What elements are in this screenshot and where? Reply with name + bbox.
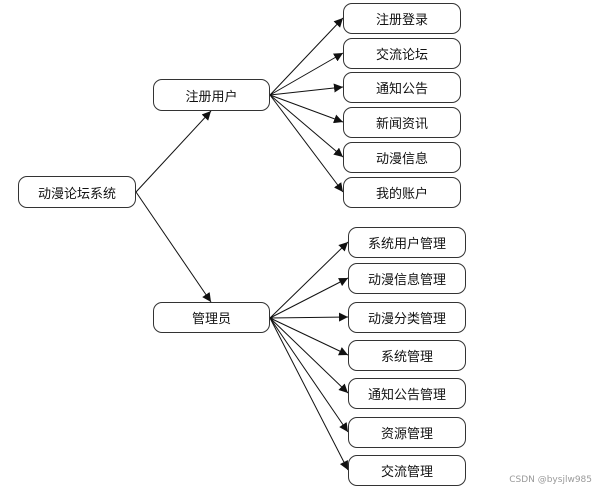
edge-registered-user-to-leaf-2	[269, 83, 344, 96]
leaf-node-label: 通知公告	[375, 82, 428, 97]
edge-root-to-admin	[135, 191, 212, 303]
leaf-node-news[interactable]: 新闻资讯	[343, 107, 461, 138]
leaf-node-label: 资源管理	[380, 427, 433, 442]
leaf-node-label: 系统用户管理	[367, 237, 446, 252]
leaf-node-label: 交流论坛	[375, 48, 428, 63]
branch-node-label: 管理员	[191, 312, 231, 327]
branch-node-label: 注册用户	[185, 89, 238, 105]
leaf-node-register-login[interactable]: 注册登录	[343, 3, 461, 34]
edge-admin-to-leaf-1	[269, 277, 349, 319]
leaf-node-anime-info[interactable]: 动漫信息	[343, 142, 461, 173]
leaf-node-label: 我的账户	[375, 187, 428, 202]
edge-registered-user-to-leaf-5	[269, 94, 344, 193]
leaf-node-label: 注册登录	[375, 13, 428, 28]
edge-admin-to-leaf-0	[269, 241, 349, 319]
edge-registered-user-to-leaf-0	[269, 17, 344, 96]
leaf-node-label: 交流管理	[380, 465, 433, 480]
watermark: CSDN @bysjlw985	[509, 475, 592, 485]
edge-admin-to-leaf-2	[269, 312, 349, 322]
leaf-node-notice-mgmt[interactable]: 通知公告管理	[348, 378, 466, 409]
leaf-node-notice[interactable]: 通知公告	[343, 72, 461, 103]
leaf-node-label: 新闻资讯	[375, 117, 428, 132]
edge-registered-user-to-leaf-4	[269, 94, 344, 158]
leaf-node-my-account[interactable]: 我的账户	[343, 177, 461, 208]
leaf-node-label: 动漫分类管理	[367, 312, 446, 327]
edge-registered-user-to-leaf-1	[269, 52, 344, 96]
leaf-node-forum-mgmt[interactable]: 交流管理	[348, 455, 466, 486]
leaf-node-label: 通知公告管理	[367, 388, 446, 403]
root-node[interactable]: 动漫论坛系统	[18, 176, 136, 208]
edge-root-to-registered-user	[135, 110, 212, 193]
edge-admin-to-leaf-6	[269, 317, 349, 471]
edge-admin-to-leaf-5	[269, 317, 349, 433]
edge-registered-user-to-leaf-3	[269, 94, 344, 124]
leaf-node-anime-category-mgmt[interactable]: 动漫分类管理	[348, 302, 466, 333]
leaf-node-label: 系统管理	[380, 350, 433, 365]
leaf-node-forum[interactable]: 交流论坛	[343, 38, 461, 69]
leaf-node-system-mgmt[interactable]: 系统管理	[348, 340, 466, 371]
edge-group	[135, 17, 349, 471]
leaf-node-anime-info-mgmt[interactable]: 动漫信息管理	[348, 263, 466, 294]
branch-node-registered-user[interactable]: 注册用户	[153, 79, 270, 111]
leaf-node-system-user-mgmt[interactable]: 系统用户管理	[348, 227, 466, 258]
leaf-node-label: 动漫信息	[375, 152, 428, 167]
leaf-node-resource-mgmt[interactable]: 资源管理	[348, 417, 466, 448]
edge-admin-to-leaf-4	[269, 317, 349, 394]
leaf-node-label: 动漫信息管理	[367, 273, 446, 288]
branch-node-admin[interactable]: 管理员	[153, 302, 270, 333]
edge-admin-to-leaf-3	[269, 317, 349, 356]
root-node-label: 动漫论坛系统	[37, 186, 116, 202]
